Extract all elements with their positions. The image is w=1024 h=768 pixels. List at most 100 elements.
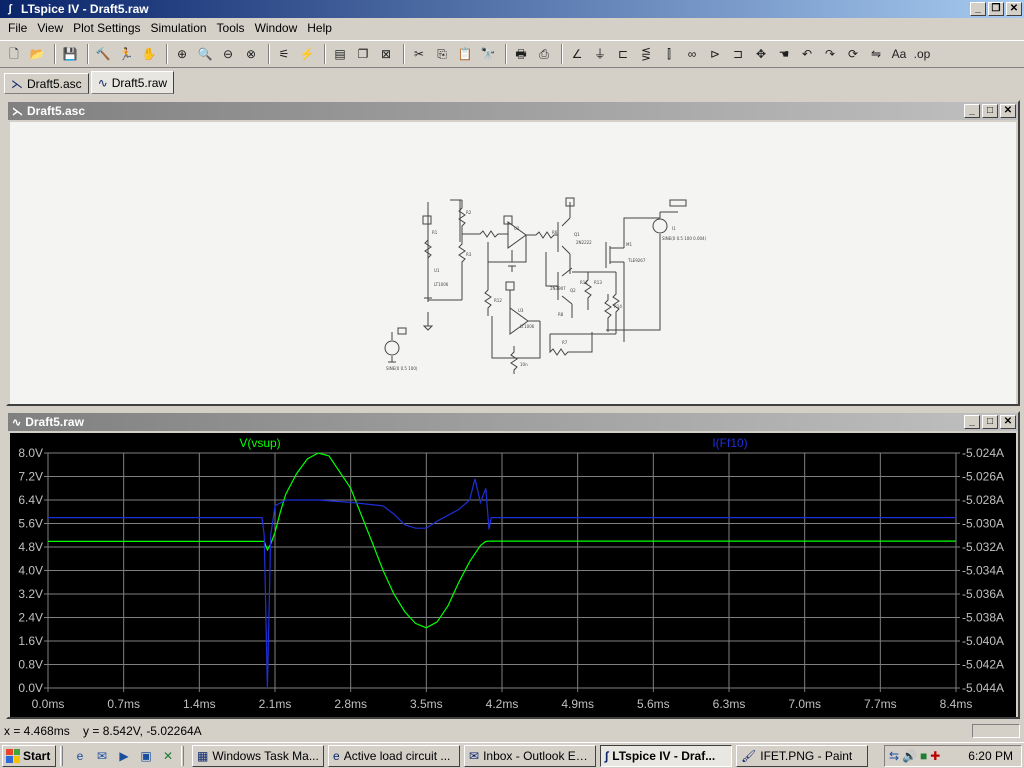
menu-help[interactable]: Help <box>307 21 332 35</box>
menu-file[interactable]: File <box>8 21 28 35</box>
diode-icon[interactable]: ⊳ <box>709 47 721 61</box>
maximize-button[interactable]: □ <box>982 415 998 429</box>
new-schematic-icon[interactable]: 🗋 <box>9 47 19 61</box>
label-icon[interactable]: ⊏ <box>617 47 629 61</box>
svg-text:R12: R12 <box>494 298 502 303</box>
print-icon[interactable]: ⎙ <box>539 47 549 61</box>
zoom-out-icon[interactable]: ⊖ <box>222 47 234 61</box>
wire-icon[interactable]: ∠ <box>571 47 583 61</box>
y-left-tick-label: 1.6V <box>18 634 43 648</box>
component-icon[interactable]: ⊐ <box>732 47 744 61</box>
close-all-icon[interactable]: ⊠ <box>380 47 392 61</box>
taskbar-item[interactable]: ▦Windows Task Ma... <box>192 744 324 767</box>
paste-icon[interactable]: 📋 <box>457 47 473 61</box>
rotate-icon[interactable]: ⟳ <box>847 47 859 61</box>
taskbar-item[interactable]: 🖌IFET.PNG - Paint <box>736 744 868 767</box>
close-button[interactable]: ✕ <box>1000 104 1016 118</box>
outlook-icon[interactable]: ✉ <box>96 748 108 763</box>
inductor-icon[interactable]: ∞ <box>687 47 697 61</box>
drag-icon[interactable]: ☚ <box>778 47 790 61</box>
y-right-tick-label: -5.024A <box>962 446 1004 460</box>
open-icon[interactable]: 📂 <box>29 47 45 61</box>
measure-icon[interactable]: ⚡ <box>299 47 315 61</box>
y-left-tick-label: 6.4V <box>18 493 43 507</box>
copy-icon[interactable]: ⎘ <box>437 47 447 61</box>
mirror-icon[interactable]: ⇋ <box>870 47 882 61</box>
spice-directive-icon[interactable]: .op <box>913 47 931 61</box>
control-panel-icon[interactable]: 🔨 <box>95 47 111 61</box>
minimize-button[interactable]: _ <box>964 104 980 118</box>
start-label: Start <box>23 748 51 763</box>
menu-simulation[interactable]: Simulation <box>150 21 207 35</box>
run-icon[interactable]: 🏃 <box>118 47 134 61</box>
volume-icon[interactable]: 🔊 <box>902 749 918 763</box>
windows-logo-icon <box>6 748 20 763</box>
toolbar-separator <box>561 44 563 64</box>
start-button[interactable]: Start <box>2 744 56 767</box>
window-title: LTspice IV - Draft5.raw <box>21 2 149 16</box>
y-right-tick-label: -5.030A <box>962 517 1004 531</box>
y-right-tick-label: -5.028A <box>962 493 1004 507</box>
svg-text:U1: U1 <box>434 268 440 273</box>
window-titlebar: ∫ LTspice IV - Draft5.raw _ ❐ ✕ <box>0 0 1024 18</box>
menu-plot-settings[interactable]: Plot Settings <box>73 21 141 35</box>
taskbar-item[interactable]: ∫LTspice IV - Draf... <box>600 744 732 767</box>
capacitor-icon[interactable]: ⫿ <box>667 47 671 61</box>
restore-button[interactable]: ❐ <box>988 2 1004 16</box>
minimize-button[interactable]: _ <box>964 415 980 429</box>
menu-view[interactable]: View <box>37 21 64 35</box>
tab-waveform[interactable]: ∿ Draft5.raw <box>90 71 175 94</box>
find-icon[interactable]: 🔭 <box>480 47 496 61</box>
y-left-tick-label: 8.0V <box>18 446 43 460</box>
ground-icon[interactable]: ⏚ <box>593 47 606 61</box>
y-right-tick-label: -5.026A <box>962 470 1004 484</box>
zoom-fit-icon[interactable]: ⊗ <box>245 47 257 61</box>
svg-text:2N2222: 2N2222 <box>576 240 592 245</box>
ie-icon[interactable]: e <box>76 748 84 763</box>
taskbar-item[interactable]: ✉Inbox - Outlook Ex... <box>464 744 596 767</box>
svg-text:R6: R6 <box>552 230 558 235</box>
desktop-icon[interactable]: ▣ <box>140 748 152 763</box>
y-right-tick-label: -5.032A <box>962 540 1004 554</box>
excel-icon[interactable]: ✕ <box>162 748 174 763</box>
maximize-button[interactable]: □ <box>982 104 998 118</box>
tab-schematic[interactable]: ⋋ Draft5.asc <box>4 73 89 94</box>
y-left-tick-label: 5.6V <box>18 517 43 531</box>
antivirus-icon[interactable]: ■ <box>920 749 928 763</box>
x-tick-label: 0.0ms <box>32 697 65 711</box>
undo-icon[interactable]: ↶ <box>801 47 813 61</box>
plot-window-title: Draft5.raw <box>25 415 84 429</box>
menu-window[interactable]: Window <box>254 21 298 35</box>
resistor-icon[interactable]: ⋚ <box>640 47 652 61</box>
halt-icon[interactable]: ✋ <box>141 47 157 61</box>
redo-icon[interactable]: ↷ <box>824 47 836 61</box>
security-icon[interactable]: ✚ <box>930 749 941 763</box>
network-icon[interactable]: ⇆ <box>889 749 900 763</box>
tile-horizontal-icon[interactable]: ▤ <box>334 47 346 61</box>
clock: 6:20 PM <box>968 749 1013 763</box>
svg-text:M1: M1 <box>626 242 632 247</box>
save-icon[interactable]: 💾 <box>62 47 78 61</box>
y-right-tick-label: -5.040A <box>962 634 1004 648</box>
close-button[interactable]: ✕ <box>1006 2 1022 16</box>
move-icon[interactable]: ✥ <box>755 47 767 61</box>
media-player-icon[interactable]: ▶ <box>119 748 129 763</box>
menu-tools[interactable]: Tools <box>216 21 245 35</box>
system-tray: ⇆ 🔊 ■ ✚ 6:20 PM <box>884 745 1022 767</box>
minimize-button[interactable]: _ <box>970 2 986 16</box>
outlook-icon: ✉ <box>469 748 480 763</box>
zoom-pan-icon[interactable]: 🔍 <box>197 47 213 61</box>
zoom-in-icon[interactable]: ⊕ <box>176 47 188 61</box>
autorange-icon[interactable]: ⚟ <box>278 47 290 61</box>
close-button[interactable]: ✕ <box>1000 415 1016 429</box>
cascade-icon[interactable]: ❐ <box>357 47 369 61</box>
ltspice-app-icon: ∫ <box>8 3 12 15</box>
cut-icon[interactable]: ✂ <box>413 47 425 61</box>
text-icon[interactable]: Aa <box>891 47 907 61</box>
print-setup-icon[interactable]: 🖶 <box>515 47 527 61</box>
x-tick-label: 7.7ms <box>864 697 897 711</box>
